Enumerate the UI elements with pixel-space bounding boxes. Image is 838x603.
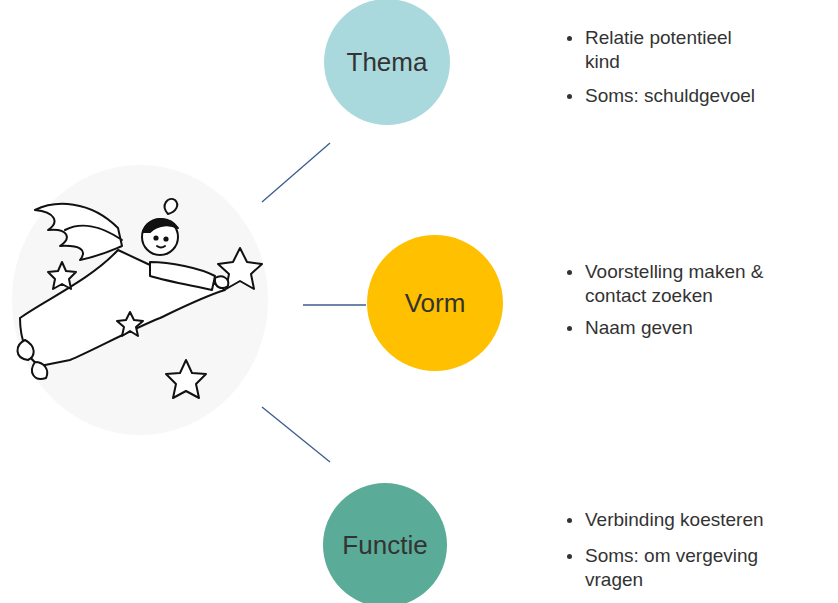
bullet-text: Relatie potentieel kind	[585, 26, 760, 74]
theme-circle: Thema	[324, 0, 450, 125]
circle-label: Thema	[347, 47, 428, 78]
bullet-dot	[567, 36, 572, 41]
bullet-text: Soms: om vergeving vragen	[585, 544, 785, 592]
bullet-dot	[567, 518, 572, 523]
theme-circle: Functie	[323, 483, 447, 603]
bullet-text: Voorstelling maken & contact zoeken	[585, 260, 785, 308]
bullet-text: Soms: schuldgevoel	[585, 84, 825, 108]
circle-label: Vorm	[405, 288, 466, 319]
angel-figure	[12, 165, 268, 435]
connector-lines	[262, 143, 366, 462]
theme-circle: Vorm	[367, 235, 503, 371]
bullet-text: Verbinding koesteren	[585, 508, 825, 532]
circle-fill	[367, 235, 503, 371]
circle-label: Functie	[342, 530, 427, 561]
bullet-dot	[567, 326, 572, 331]
bullet-text: Naam geven	[585, 316, 825, 340]
bullet-dot	[567, 270, 572, 275]
bullet-dot	[567, 554, 572, 559]
circle-fill	[323, 483, 447, 603]
bullet-dot	[567, 94, 572, 99]
circle-fill	[324, 0, 450, 125]
